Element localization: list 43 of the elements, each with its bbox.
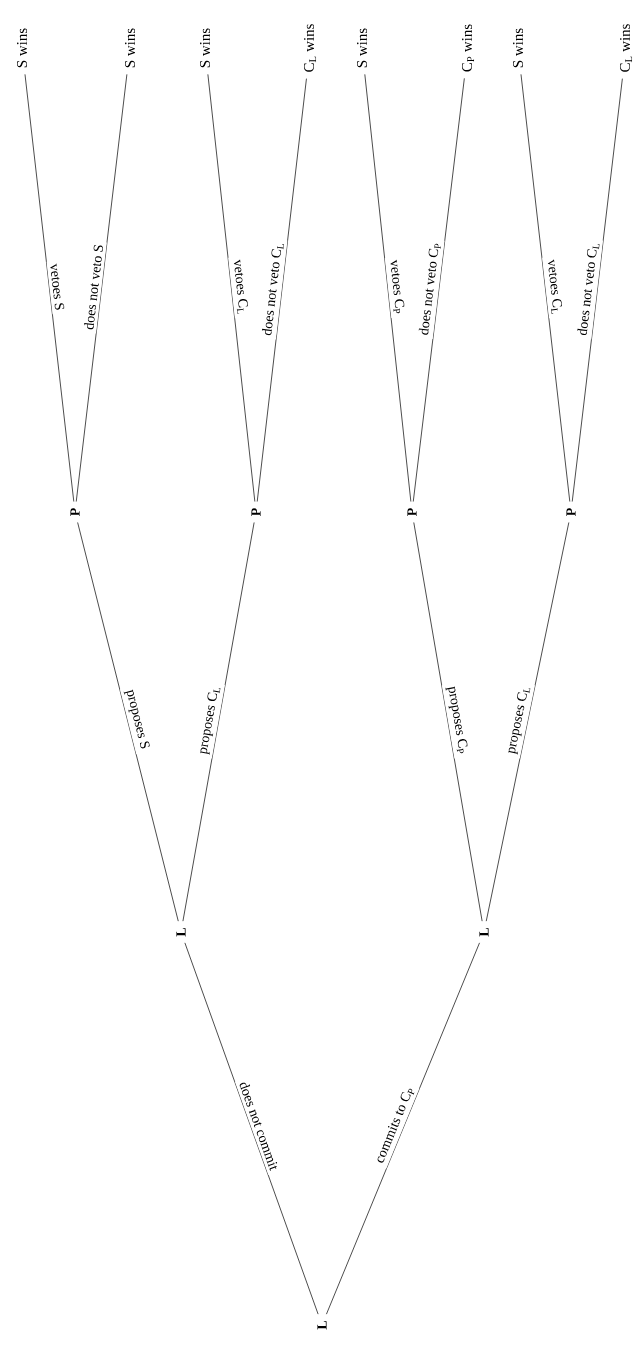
player-label: L <box>176 927 186 937</box>
edge-label: proposes S <box>119 684 154 755</box>
outcome-label: S wins <box>17 28 27 68</box>
player-label: L <box>317 1320 327 1330</box>
outcome-label: S wins <box>200 28 210 68</box>
branch-line <box>184 942 319 1315</box>
branch-line <box>182 522 255 922</box>
outcome-label: S wins <box>125 28 135 68</box>
player-label: L <box>479 927 489 937</box>
outcome-label: S wins <box>357 28 367 68</box>
branch-line <box>413 522 483 922</box>
edge-label: commits to C$_{P}$ <box>370 1081 420 1169</box>
outcome-label: C$_{L}$ wins <box>620 24 632 72</box>
edge-label: does not veto C$_{L}$ <box>258 238 288 340</box>
branch-line <box>326 942 480 1315</box>
outcome-label: C$_{P}$ wins <box>462 24 474 72</box>
player-label: P <box>566 508 576 517</box>
edge-label: does not veto C$_{P}$ <box>414 238 445 340</box>
edge-label: vetoes C$_{P}$ <box>384 256 409 318</box>
branch-line <box>520 74 571 502</box>
edge-label: does not commit <box>235 1076 284 1175</box>
edge-label: vetoes C$_{L}$ <box>542 255 567 319</box>
branch-line <box>256 78 307 502</box>
outcome-label: C$_{L}$ wins <box>304 24 316 72</box>
edge-label: does not veto C$_{L}$ <box>573 238 603 340</box>
outcome-label: S wins <box>513 28 523 68</box>
edge-label: proposes C$_{L}$ <box>193 681 225 759</box>
branch-line <box>364 74 412 502</box>
edge-label: vetoes C$_{L}$ <box>228 255 253 319</box>
branch-line <box>485 522 570 922</box>
player-label: P <box>70 508 80 517</box>
branch-line <box>77 522 179 922</box>
edge-label: vetoes S <box>46 259 68 315</box>
branch-line <box>24 74 75 502</box>
player-label: P <box>251 508 261 517</box>
branch-line <box>207 74 256 502</box>
player-label: P <box>407 508 417 517</box>
branch-line <box>412 78 465 502</box>
branch-line <box>571 78 623 502</box>
edge-label: proposes C$_{P}$ <box>441 682 473 759</box>
edge-label: proposes C$_{L}$ <box>501 681 535 759</box>
edge-label: does not veto S <box>80 240 107 334</box>
branch-line <box>75 74 128 502</box>
